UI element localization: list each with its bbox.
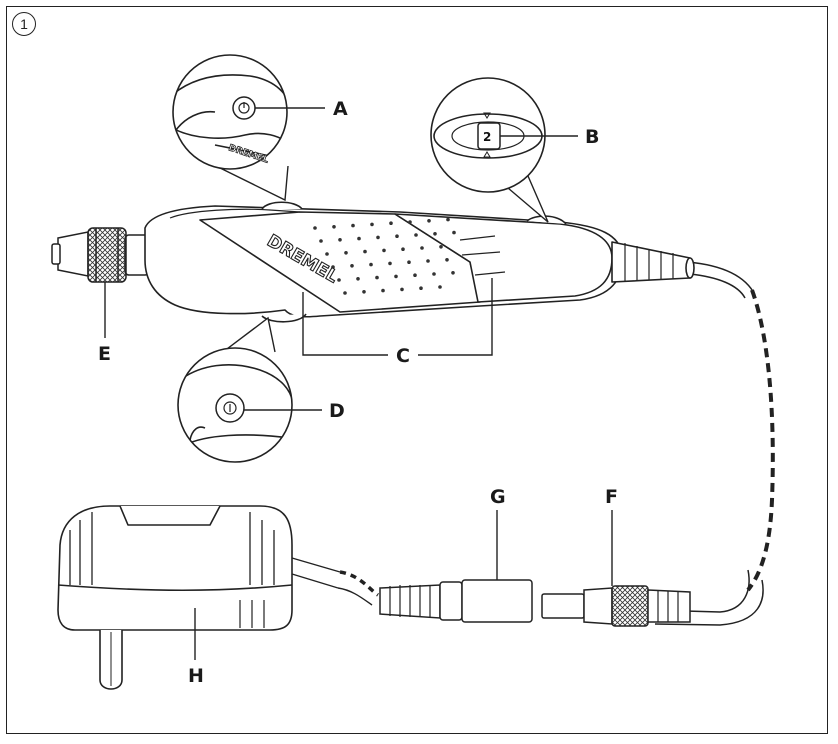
- grip-dot: [419, 286, 423, 290]
- speed-value: 2: [483, 130, 491, 144]
- grip-dot: [351, 224, 355, 228]
- grip-dot: [362, 290, 366, 294]
- grip-dot: [338, 238, 342, 242]
- callout-c: C: [396, 345, 410, 367]
- callout-g: G: [490, 486, 506, 508]
- grip-dot: [344, 251, 348, 255]
- grip-dot: [426, 259, 430, 263]
- grip-dot: [369, 263, 373, 267]
- callout-b: B: [585, 126, 599, 148]
- grip-dot: [382, 249, 386, 253]
- grip-dot: [356, 277, 360, 281]
- grip-dot: [337, 278, 341, 282]
- callout-d: D: [329, 400, 345, 422]
- grip-dot: [408, 220, 412, 224]
- callout-f: F: [605, 486, 618, 508]
- keyless-chuck: [52, 228, 126, 282]
- grip-dot: [394, 275, 398, 279]
- grip-dot: [451, 271, 455, 275]
- grip-dot: [313, 226, 317, 230]
- detail-speed-switch: 2: [431, 78, 548, 222]
- connector-f: [542, 586, 690, 626]
- grip-dot: [438, 285, 442, 289]
- grip-dot: [376, 236, 380, 240]
- grip-dot: [357, 237, 361, 241]
- grip-dot: [350, 264, 354, 268]
- grip-dot: [432, 272, 436, 276]
- grip-dot: [389, 221, 393, 225]
- grip-dot: [363, 250, 367, 254]
- grip-dot: [395, 234, 399, 238]
- grip-dot: [325, 252, 329, 256]
- grip-dot: [420, 246, 424, 250]
- grip-dot: [388, 262, 392, 266]
- grip-dot: [413, 273, 417, 277]
- grip-dot: [445, 258, 449, 262]
- connector-g: [380, 580, 532, 622]
- grip-dot: [375, 276, 379, 280]
- grip-dot: [439, 245, 443, 249]
- callout-a: A: [333, 98, 348, 120]
- grip-dot: [433, 232, 437, 236]
- grip-dot: [401, 247, 405, 251]
- power-adapter: [58, 506, 340, 689]
- grip-dot: [427, 219, 431, 223]
- grip-dot: [414, 233, 418, 237]
- callout-e: E: [98, 343, 111, 365]
- callout-h: H: [188, 665, 204, 687]
- detail-power-switch: DREMEL: [172, 55, 290, 200]
- grip-dot: [343, 291, 347, 295]
- grip-dot: [332, 225, 336, 229]
- detail-spindle-lock: [178, 318, 293, 462]
- grip-dot: [370, 223, 374, 227]
- grip-dot: [319, 239, 323, 243]
- grip-dot: [452, 231, 456, 235]
- power-cord: [650, 262, 773, 625]
- adapter-cable: [338, 572, 378, 605]
- grip-dot: [446, 218, 450, 222]
- grip-dot: [381, 289, 385, 293]
- grip-dot: [407, 260, 411, 264]
- grip-dot: [400, 288, 404, 292]
